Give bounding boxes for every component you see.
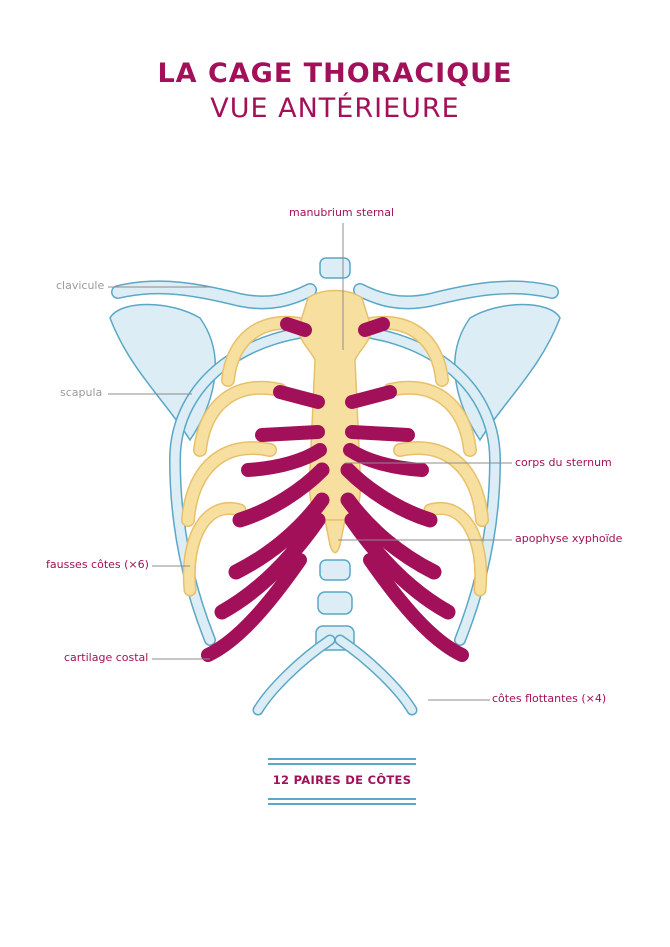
subtitle: VUE ANTÉRIEURE: [210, 93, 460, 124]
leader-lines: [108, 223, 512, 701]
footer-text: 12 PAIRES DE CÔTES: [272, 773, 412, 787]
label-corps-sternum: corps du sternum: [515, 456, 612, 469]
footer-rule: [268, 803, 416, 805]
clavicle-shape: [111, 280, 559, 310]
title: LA CAGE THORACIQUE: [157, 58, 513, 89]
footer-rule: [268, 758, 416, 760]
label-manubrium: manubrium sternal: [289, 206, 395, 219]
label-clavicule: clavicule: [56, 279, 105, 292]
footer-rule: [268, 763, 416, 765]
costal-cartilage: [201, 317, 469, 662]
footer-rule: [268, 798, 416, 800]
label-cartilage: cartilage costal: [64, 651, 149, 664]
label-scapula: scapula: [60, 386, 103, 399]
label-flottantes: côtes flottantes (×4): [492, 692, 607, 705]
label-fausses-cotes: fausses côtes (×6): [46, 558, 149, 571]
footer-banner: 12 PAIRES DE CÔTES: [268, 758, 416, 806]
label-xiphoide: apophyse xyphoïde: [515, 532, 623, 545]
